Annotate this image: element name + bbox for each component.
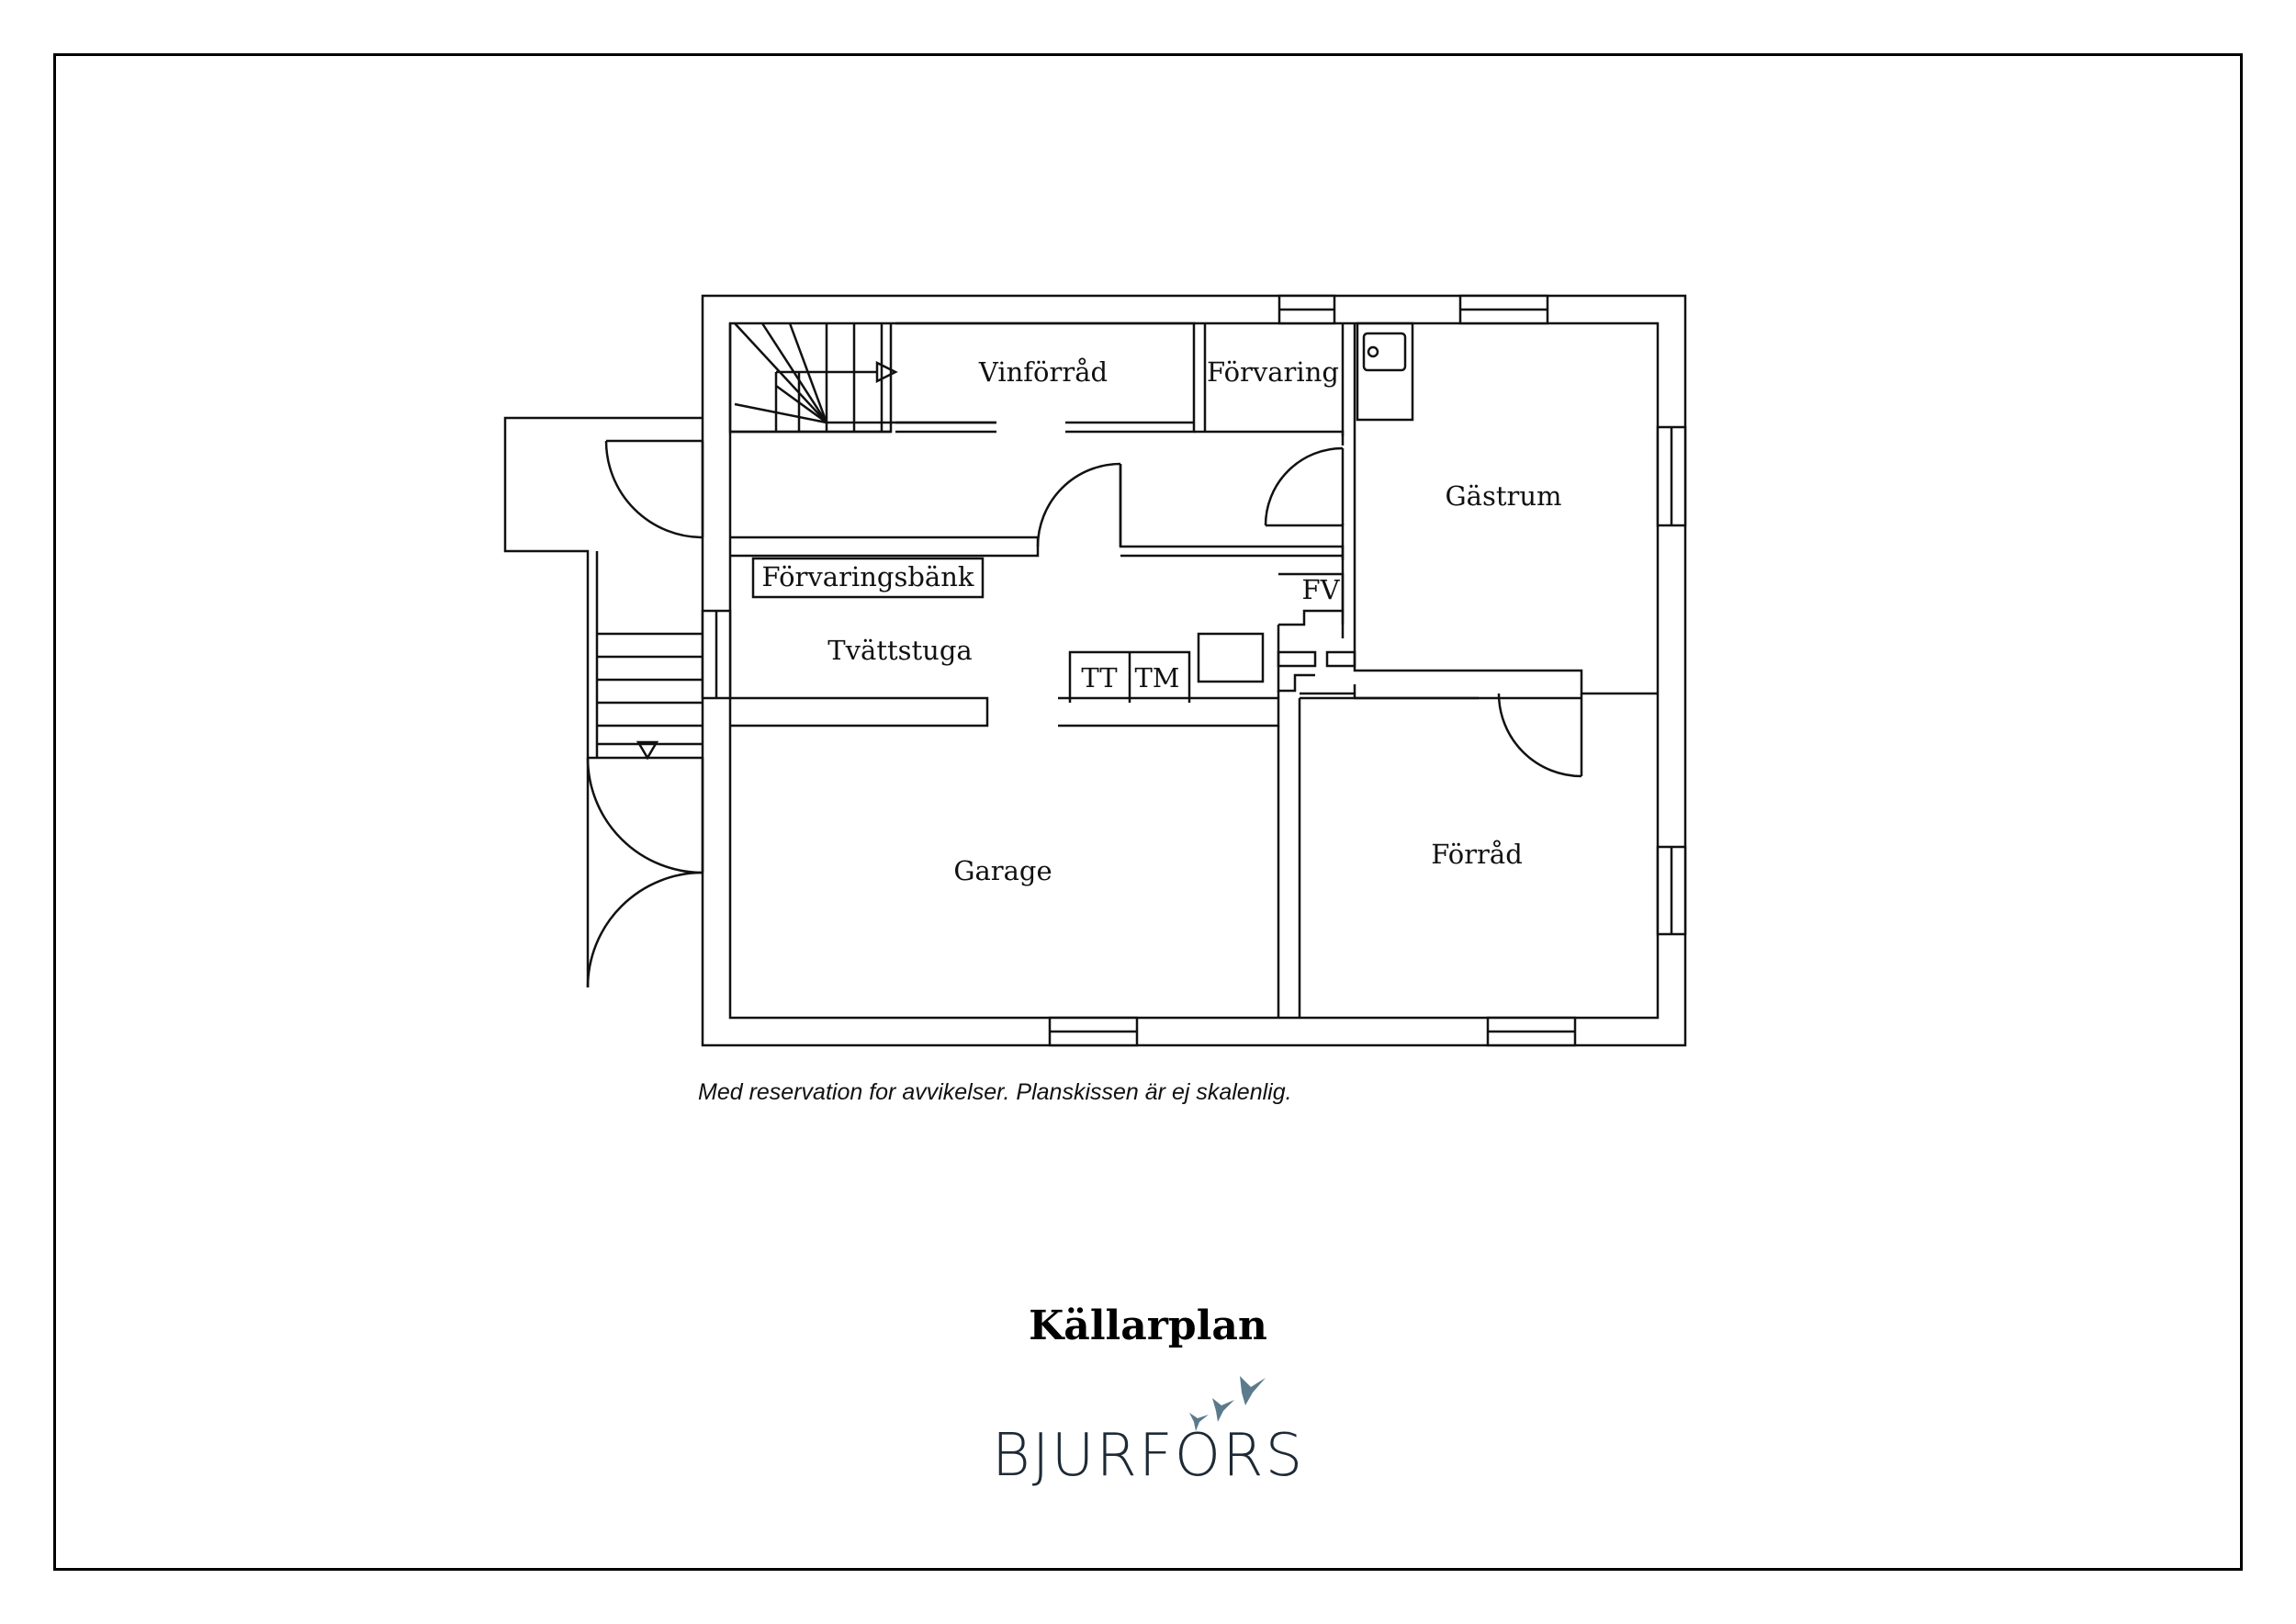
tvattstuga-walls <box>730 557 1356 727</box>
forrad-door <box>1497 693 1583 778</box>
window-left <box>701 609 732 700</box>
label-forrad: Förråd <box>1431 839 1523 870</box>
birds-icon <box>1189 1376 1266 1431</box>
window-bottom-2 <box>1486 1016 1577 1047</box>
corridor-walls <box>730 462 1345 560</box>
label-fv: FV <box>1301 574 1340 605</box>
window-top-2 <box>1458 294 1549 325</box>
window-right-1 <box>1656 425 1687 527</box>
forvaring-door <box>1264 446 1345 527</box>
window-bottom-1 <box>1048 1016 1139 1047</box>
label-tm: TM <box>1134 662 1179 694</box>
garage-doors <box>586 757 704 988</box>
label-tt: TT <box>1081 662 1118 694</box>
label-tvattstuga: Tvättstuga <box>827 635 972 666</box>
exterior-stair <box>503 416 704 761</box>
plan-title: Källarplan <box>1029 1303 1267 1349</box>
label-garage: Garage <box>953 855 1052 886</box>
label-forvaringsbank: Förvaringsbänk <box>762 561 974 592</box>
window-top-1 <box>1277 294 1336 325</box>
label-vinforrad: Vinförråd <box>978 356 1108 388</box>
label-gastrum: Gästrum <box>1445 480 1561 512</box>
disclaimer-text: Med reservation for avvikelser. Planskis… <box>698 1079 1292 1105</box>
window-right-2 <box>1656 845 1687 936</box>
inner-stair <box>728 322 996 434</box>
brand-name: BJURFORS <box>991 1422 1305 1490</box>
garage-walls <box>1277 692 1479 1018</box>
label-forvaring: Förvaring <box>1207 356 1339 388</box>
room-labels: Vinförråd Förvaring Gästrum Förvaringsbä… <box>762 356 1562 886</box>
page-frame <box>53 53 2243 1571</box>
